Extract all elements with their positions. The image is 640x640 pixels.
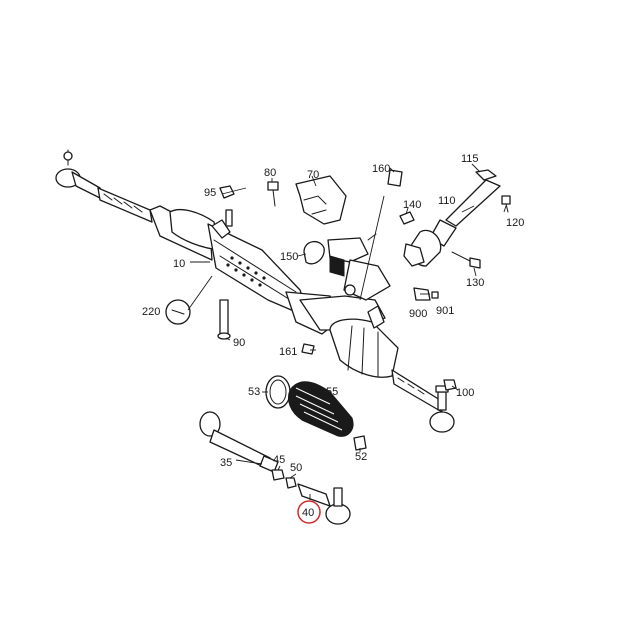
shaft-cap-115 bbox=[475, 169, 497, 181]
label-70: 70 bbox=[307, 169, 319, 181]
label-161: 161 bbox=[279, 346, 297, 358]
label-150: 150 bbox=[280, 251, 298, 263]
clamp-220 bbox=[165, 299, 191, 325]
highlight-ring-40[interactable] bbox=[297, 500, 321, 524]
label-160: 160 bbox=[372, 163, 390, 175]
label-220: 220 bbox=[142, 306, 160, 318]
screw-161 bbox=[301, 343, 315, 355]
valve-block-70 bbox=[295, 175, 347, 225]
label-55: 55 bbox=[326, 386, 338, 398]
label-10: 10 bbox=[173, 258, 185, 270]
sensor-assembly bbox=[327, 233, 391, 301]
inner-tie-rod-35 bbox=[199, 411, 279, 473]
label-35: 35 bbox=[220, 457, 232, 469]
label-53: 53 bbox=[248, 386, 260, 398]
label-95: 95 bbox=[204, 187, 216, 199]
bolt-120 bbox=[501, 195, 511, 213]
label-100: 100 bbox=[456, 387, 474, 399]
bushing-160 bbox=[387, 169, 403, 187]
label-52: 52 bbox=[355, 451, 367, 463]
bellows-boot-55 bbox=[288, 381, 354, 437]
label-115: 115 bbox=[461, 153, 479, 165]
clamp-52 bbox=[353, 435, 367, 451]
bolt-80 bbox=[267, 181, 279, 207]
bolt-130 bbox=[451, 251, 481, 269]
label-80: 80 bbox=[264, 167, 276, 179]
label-50: 50 bbox=[290, 462, 302, 474]
label-130: 130 bbox=[466, 277, 484, 289]
clamp-53 bbox=[265, 375, 291, 409]
steering-rack-housing bbox=[149, 205, 399, 378]
nut-50 bbox=[285, 477, 297, 489]
label-40[interactable]: 40 bbox=[302, 507, 314, 519]
label-140: 140 bbox=[403, 199, 421, 211]
nut-100 bbox=[443, 379, 457, 391]
nut-140 bbox=[399, 211, 415, 225]
clip-150 bbox=[303, 241, 325, 265]
label-901: 901 bbox=[436, 305, 454, 317]
bolt-90 bbox=[217, 299, 231, 340]
part-labels: 10 35 40 45 50 52 53 55 70 80 90 95 100 … bbox=[142, 153, 524, 519]
label-45: 45 bbox=[273, 454, 285, 466]
intermediate-shaft-110 bbox=[403, 179, 501, 267]
outer-tie-rod-end-40 bbox=[297, 483, 351, 525]
label-120: 120 bbox=[506, 217, 524, 229]
label-90: 90 bbox=[233, 337, 245, 349]
label-110: 110 bbox=[438, 195, 456, 207]
nut-95 bbox=[219, 185, 235, 199]
left-tie-rod-end bbox=[55, 149, 153, 223]
right-tie-rod-end bbox=[391, 369, 455, 433]
leader-lines bbox=[187, 163, 507, 500]
nut-45 bbox=[271, 469, 285, 481]
label-900: 900 bbox=[409, 308, 427, 320]
